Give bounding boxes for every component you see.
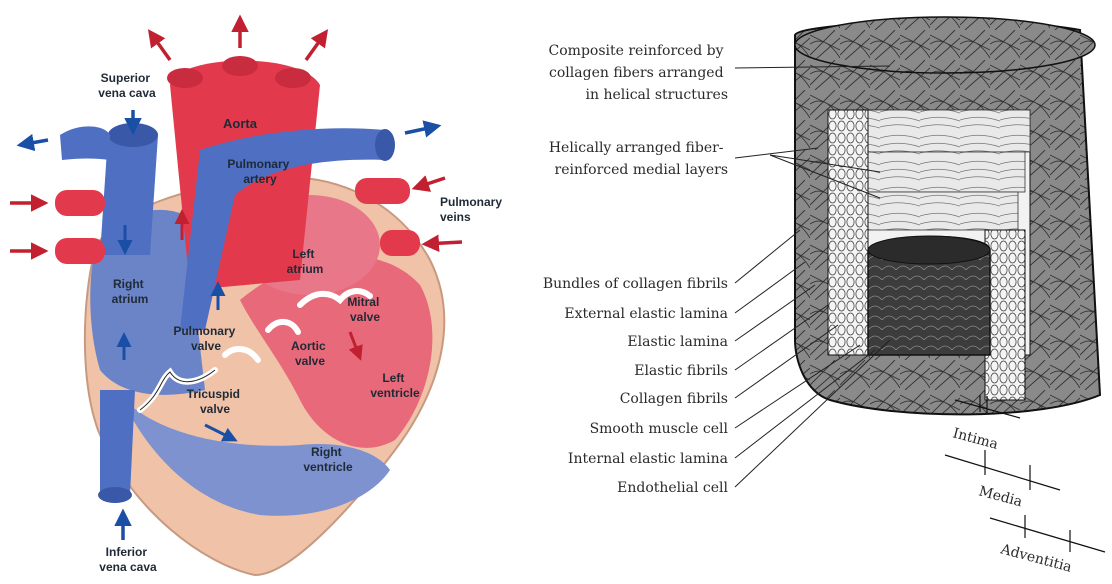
label-endothelial: Endothelial cell [617, 480, 728, 496]
aorta-branch-1 [167, 68, 203, 88]
svc-branch [60, 126, 110, 160]
media-layer-2 [850, 152, 1025, 192]
label-right-atrium: Right atrium [112, 277, 149, 306]
label-inferior-vena-cava: Inferior vena cava [99, 545, 157, 574]
svc-branch-arrow [20, 140, 48, 145]
elastic-cell-column-left [828, 110, 868, 355]
label-composite: Composite reinforced by collagen fibers … [549, 43, 728, 103]
pulmonary-vein-left-1 [55, 190, 105, 216]
label-aorta: Aorta [223, 116, 258, 131]
label-pulmonary-veins: Pulmonary veins [440, 195, 505, 224]
label-superior-vena-cava: Superior vena cava [98, 71, 156, 100]
pulmonary-artery-opening [375, 129, 395, 161]
aorta-arrow-right [306, 32, 326, 60]
pulmonary-artery-arrow [405, 126, 438, 133]
label-collagen-fibrils: Collagen fibrils [620, 391, 728, 407]
elastic-cell-column-right [985, 230, 1025, 400]
aorta-branch-2 [222, 56, 258, 76]
aorta-branch-3 [275, 68, 311, 88]
pulmonary-vein-arrow-r1 [415, 178, 445, 188]
label-external-elastic: External elastic lamina [564, 306, 728, 322]
layer-dimension-markers [945, 395, 1105, 552]
label-helical-layers: Helically arranged fiber- reinforced med… [549, 140, 728, 178]
label-intima: Intima [951, 425, 1000, 452]
pulmonary-vein-arrow-r2 [425, 242, 462, 244]
heart-diagram: Superior vena cava Aorta Pulmonary arter… [10, 18, 505, 575]
label-mitral-valve: Mitral valve [347, 295, 382, 324]
label-aortic-valve: Aortic valve [291, 339, 329, 368]
artery-diagram: Composite reinforced by collagen fibers … [543, 17, 1105, 576]
inferior-vena-cava-vessel [100, 390, 135, 495]
label-media: Media [977, 483, 1024, 510]
ivc-opening [98, 487, 132, 503]
label-bundles: Bundles of collagen fibrils [543, 276, 728, 292]
aorta-arrow-left [150, 32, 170, 60]
label-elastic-fibrils: Elastic fibrils [634, 363, 728, 379]
label-internal-elastic: Internal elastic lamina [568, 451, 728, 467]
label-smooth-muscle: Smooth muscle cell [590, 421, 729, 437]
lumen-opening [868, 236, 990, 264]
label-adventitia: Adventitia [998, 541, 1073, 576]
label-elastic-lamina: Elastic lamina [627, 334, 728, 350]
pulmonary-vein-right-1 [355, 178, 410, 204]
pulmonary-vein-left-2 [55, 238, 105, 264]
pulmonary-vein-right-2 [380, 230, 420, 256]
media-layer-3 [858, 192, 1018, 230]
adventitia-top [795, 17, 1095, 73]
